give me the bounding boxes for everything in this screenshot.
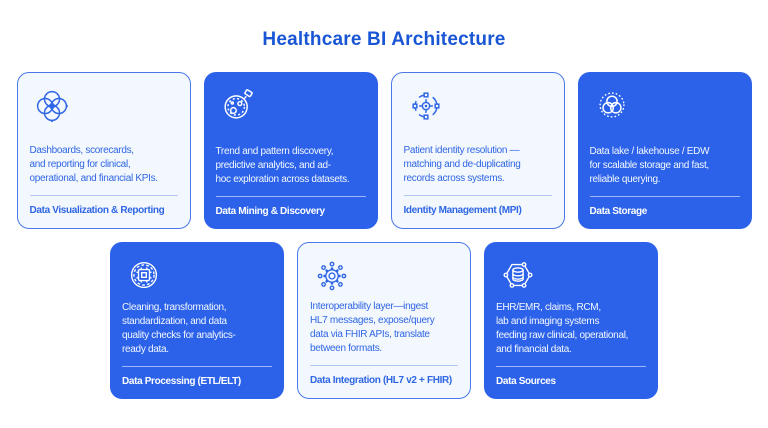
database-hexagon-icon xyxy=(496,253,540,297)
chip-rings-icon xyxy=(122,253,166,297)
card-title: Data Storage xyxy=(589,206,648,217)
card-data-sources: EHR/EMR, claims, RCM, lab and imaging sy… xyxy=(484,242,658,399)
card-title: Data Processing (ETL/ELT) xyxy=(122,376,241,387)
card-divider xyxy=(589,196,740,197)
card-description: Data lake / lakehouse / EDW for scalable… xyxy=(589,146,710,185)
card-title: Identity Management (MPI) xyxy=(403,205,522,216)
card-description: EHR/EMR, claims, RCM, lab and imaging sy… xyxy=(496,302,629,355)
card-description: Interoperability layer—ingest HL7 messag… xyxy=(310,301,435,354)
architecture-row-bottom: Cleaning, transformation, standardizatio… xyxy=(0,242,768,399)
petri-dish-icon xyxy=(216,83,260,127)
gear-network-icon xyxy=(310,254,354,298)
card-title: Data Visualization & Reporting xyxy=(29,205,165,216)
card-description: Dashboards, scorecards, and reporting fo… xyxy=(29,145,159,184)
card-divider xyxy=(496,366,646,367)
card-title: Data Sources xyxy=(496,376,556,387)
architecture-row-top: Dashboards, scorecards, and reporting fo… xyxy=(0,72,768,229)
card-data-mining-discovery: Trend and pattern discovery, predictive … xyxy=(203,72,378,229)
card-data-processing: Cleaning, transformation, standardizatio… xyxy=(110,242,284,399)
card-divider xyxy=(310,365,458,366)
card-divider xyxy=(403,195,552,196)
card-title: Data Integration (HL7 v2 + FHIR) xyxy=(310,375,452,386)
page-title: Healthcare BI Architecture xyxy=(262,29,506,50)
card-data-visualization-reporting: Dashboards, scorecards, and reporting fo… xyxy=(16,72,191,229)
card-divider xyxy=(122,366,272,367)
card-data-integration: Interoperability layer—ingest HL7 messag… xyxy=(297,242,471,399)
card-data-storage: Data lake / lakehouse / EDW for scalable… xyxy=(577,72,752,229)
card-identity-management: Patient identity resolution — matching a… xyxy=(390,72,565,229)
clover-venn-icon xyxy=(30,84,74,128)
card-divider xyxy=(29,195,178,196)
card-title: Data Mining & Discovery xyxy=(215,206,326,217)
card-divider xyxy=(215,196,366,197)
card-description: Patient identity resolution — matching a… xyxy=(403,145,521,184)
card-description: Cleaning, transformation, standardizatio… xyxy=(122,302,236,355)
target-nodes-icon xyxy=(404,84,448,128)
card-description: Trend and pattern discovery, predictive … xyxy=(215,146,350,185)
venn-dotted-circle-icon xyxy=(590,83,634,127)
